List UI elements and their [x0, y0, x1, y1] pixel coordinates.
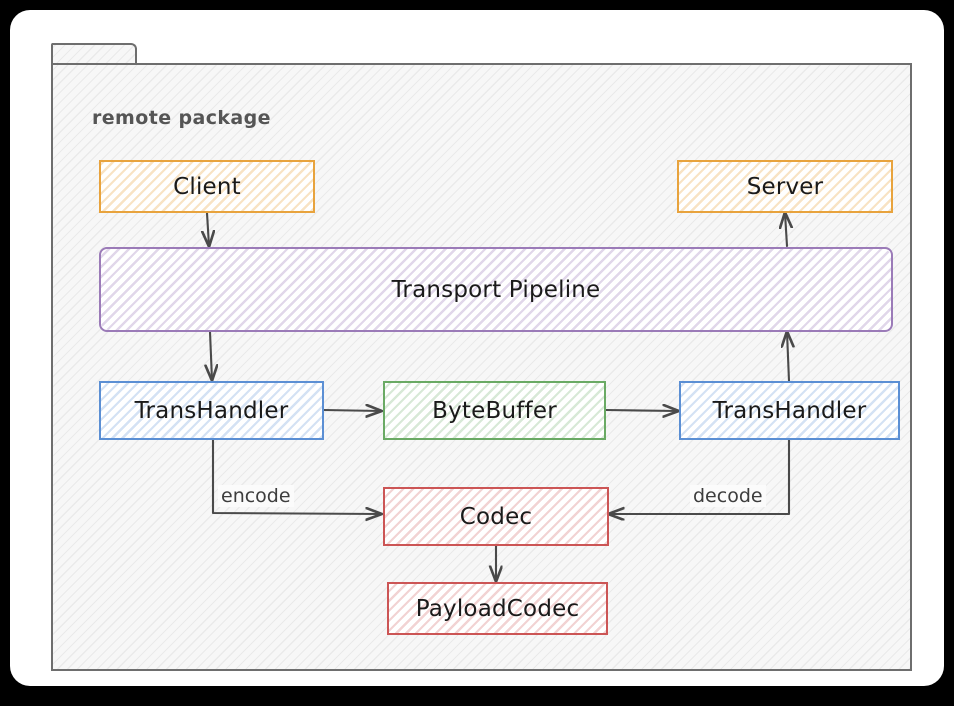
- package-tab-hatch: [53, 45, 135, 65]
- node-transhandler-left[interactable]: TransHandler: [99, 381, 324, 440]
- node-client[interactable]: Client: [99, 160, 315, 213]
- node-transport-pipeline[interactable]: Transport Pipeline: [99, 247, 893, 332]
- node-transport-pipeline-label: Transport Pipeline: [391, 276, 601, 303]
- node-server[interactable]: Server: [677, 160, 893, 213]
- package-body: [51, 63, 912, 671]
- package-label: remote package: [92, 107, 271, 129]
- node-bytebuffer-label: ByteBuffer: [432, 397, 557, 424]
- node-server-label: Server: [746, 173, 824, 200]
- node-codec-label: Codec: [459, 503, 533, 530]
- node-transhandler-right[interactable]: TransHandler: [679, 381, 900, 440]
- outer-frame: remote package: [10, 10, 944, 686]
- node-transhandler-right-label: TransHandler: [712, 397, 867, 424]
- edge-label-decode: decode: [690, 485, 766, 507]
- node-client-label: Client: [173, 173, 241, 200]
- node-payloadcodec-label: PayloadCodec: [415, 595, 580, 622]
- node-payloadcodec[interactable]: PayloadCodec: [387, 582, 608, 635]
- package-body-hatch: [53, 65, 910, 669]
- package-tab: [51, 43, 137, 65]
- node-codec[interactable]: Codec: [383, 487, 609, 546]
- edge-label-encode: encode: [218, 485, 294, 507]
- node-bytebuffer[interactable]: ByteBuffer: [383, 381, 606, 440]
- node-transhandler-left-label: TransHandler: [134, 397, 289, 424]
